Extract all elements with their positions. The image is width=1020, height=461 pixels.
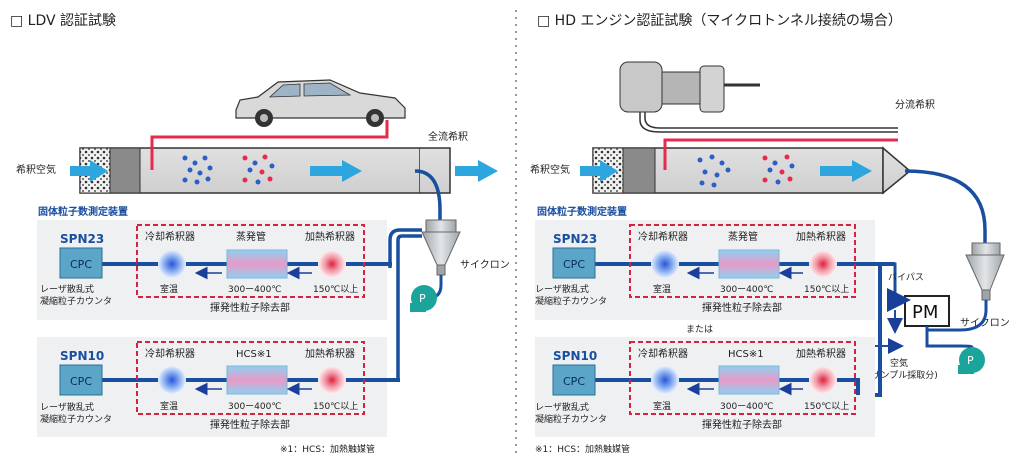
ldv-spn10-cpc: CPC [70,375,92,388]
hd-exhaust-pipe [663,138,898,170]
ldv-spn-device-label: 固体粒子数測定装置 [38,205,128,218]
hd-spn23-vpr-box [629,224,856,298]
ldv-spn23-cooler: 冷却希釈器 [145,230,195,243]
hd-spn10-cpc-desc2: 凝縮粒子カウンタ [535,413,607,425]
ldv-cyclone [421,219,461,276]
hd-spn10-vpr-label: 揮発性粒子除去部 [702,418,782,431]
ldv-pump-label: P [419,292,426,305]
ldv-spn10-cpc-desc1: レーザ散乱式 [40,401,94,413]
hd-spn23-heater: 加熱希釈器 [796,230,846,243]
hd-spn23-evap: 蒸発管 [728,230,758,243]
hd-spn23-name: SPN23 [553,232,597,246]
ldv-spn23-cpc-desc1: レーザ散乱式 [40,283,94,295]
hd-spn23-vpr-label: 揮発性粒子除去部 [702,301,782,314]
hd-spn10-vpr-box [629,341,856,415]
ldv-spn23-evaptemp: 300ー400℃ [228,285,281,295]
hd-spn10-cooler: 冷却希釈器 [638,347,688,360]
hd-spn10-cpc-desc1: レーザ散乱式 [535,401,589,413]
ldv-spn23-cpc-desc2: 凝縮粒子カウンタ [40,295,112,307]
hd-spn23-cpc-desc1: レーザ散乱式 [535,283,589,295]
engine-icon [619,61,760,113]
ldv-section: □ LDV 認証試験 希釈空気 [10,13,510,455]
hd-spn10-heater: 加熱希釈器 [796,347,846,360]
hd-bypass-label: バイパス [888,272,924,283]
ldv-mixing-block [109,147,141,194]
ldv-spn23-heater: 加熱希釈器 [305,230,355,243]
ldv-full-dilution-label: 全流希釈 [428,130,468,143]
ldv-spn23-vpr-box [136,224,365,298]
ldv-spn10-heatertemp: 150℃以上 [313,401,358,412]
hd-dilution-air-label: 希釈空気 [530,163,570,176]
hd-spn10-hcs: HCS※1 [728,349,764,360]
hd-pump: P [958,347,985,374]
hd-spn10-panel: SPN10 CPC レーザ散乱式 凝縮粒子カウンタ 冷却希釈器 HCS※1 加熱… [535,337,875,437]
hd-air-label: 空気 [890,357,908,369]
ldv-exhaust-pipe [150,120,389,170]
hd-footnote: ※1：HCS：加熱触媒管 [535,443,630,455]
ldv-spn23-cpc: CPC [70,258,92,271]
ldv-spn10-heater: 加熱希釈器 [305,347,355,360]
ldv-spn23-roomtemp: 室温 [160,283,178,295]
hd-pump-label: P [967,354,974,367]
hd-spn10-cpc: CPC [563,375,585,388]
ldv-pump: P [410,285,437,312]
ldv-spn10-vpr-box [136,341,365,415]
hd-spn10-roomtemp: 室温 [653,400,671,412]
ldv-spn10-vpr-label: 揮発性粒子除去部 [210,418,290,431]
hd-title: □ HD エンジン認証試験（マイクロトンネル接続の場合） [537,12,902,29]
ldv-spn10-panel: SPN10 CPC レーザ散乱式 凝縮粒子カウンタ 冷却希釈器 HCS※1 加熱… [37,337,400,437]
ldv-spn23-vpr-label: 揮発性粒子除去部 [210,301,290,314]
hd-spn-device-label: 固体粒子数測定装置 [537,205,627,218]
ldv-title: □ LDV 認証試験 [10,13,116,29]
hd-spn10-name: SPN10 [553,349,597,363]
ldv-spn10-cpc-desc2: 凝縮粒子カウンタ [40,413,112,425]
ldv-spn23-panel: SPN23 CPC レーザ散乱式 凝縮粒子カウンタ 冷却希釈器 蒸発管 加熱希釈… [37,220,392,320]
hd-spn10-evaptemp: 300ー400℃ [720,402,773,412]
hd-section: □ HD エンジン認証試験（マイクロトンネル接続の場合） 分流希釈 [530,12,1010,455]
ldv-footnote: ※1：HCS：加熱触媒管 [280,443,375,455]
hd-spn23-evaptemp: 300ー400℃ [720,285,773,295]
hd-partial-dilution-label: 分流希釈 [895,98,935,111]
hd-pm-label: PM [912,302,938,323]
hd-spn23-heatertemp: 150℃以上 [804,284,849,295]
ldv-spn10-hcs: HCS※1 [236,349,272,360]
ldv-spn23-name: SPN23 [60,232,104,246]
car-icon [235,79,406,127]
ldv-particles-blue [182,155,213,185]
hd-spn23-panel: SPN23 CPC レーザ散乱式 凝縮粒子カウンタ 冷却希釈器 蒸発管 加熱希釈… [535,220,895,397]
hd-spn23-cpc: CPC [563,258,585,271]
ldv-cyclone-label: サイクロン [460,259,510,271]
ldv-dilution-air-label: 希釈空気 [16,163,56,176]
hd-air-note: (サンプル採取分) [868,369,938,381]
ldv-spn10-name: SPN10 [60,349,104,363]
hd-cyclone-label: サイクロン [960,317,1010,329]
ldv-spn23-evap: 蒸発管 [236,230,266,243]
hd-spn23-cpc-desc2: 凝縮粒子カウンタ [535,295,607,307]
ldv-particles-mixed [242,154,275,185]
ldv-spn10-roomtemp: 室温 [160,400,178,412]
hd-spn23-cooler: 冷却希釈器 [638,230,688,243]
ldv-spn10-evaptemp: 300ー400℃ [228,402,281,412]
hd-spn10-heatertemp: 150℃以上 [804,401,849,412]
hd-cyclone [965,242,1005,301]
ldv-spn10-cooler: 冷却希釈器 [145,347,195,360]
hd-or-label: または [686,324,713,335]
ldv-spn23-heatertemp: 150℃以上 [313,284,358,295]
hd-spn23-roomtemp: 室温 [653,283,671,295]
hd-mixing-block [622,147,656,194]
